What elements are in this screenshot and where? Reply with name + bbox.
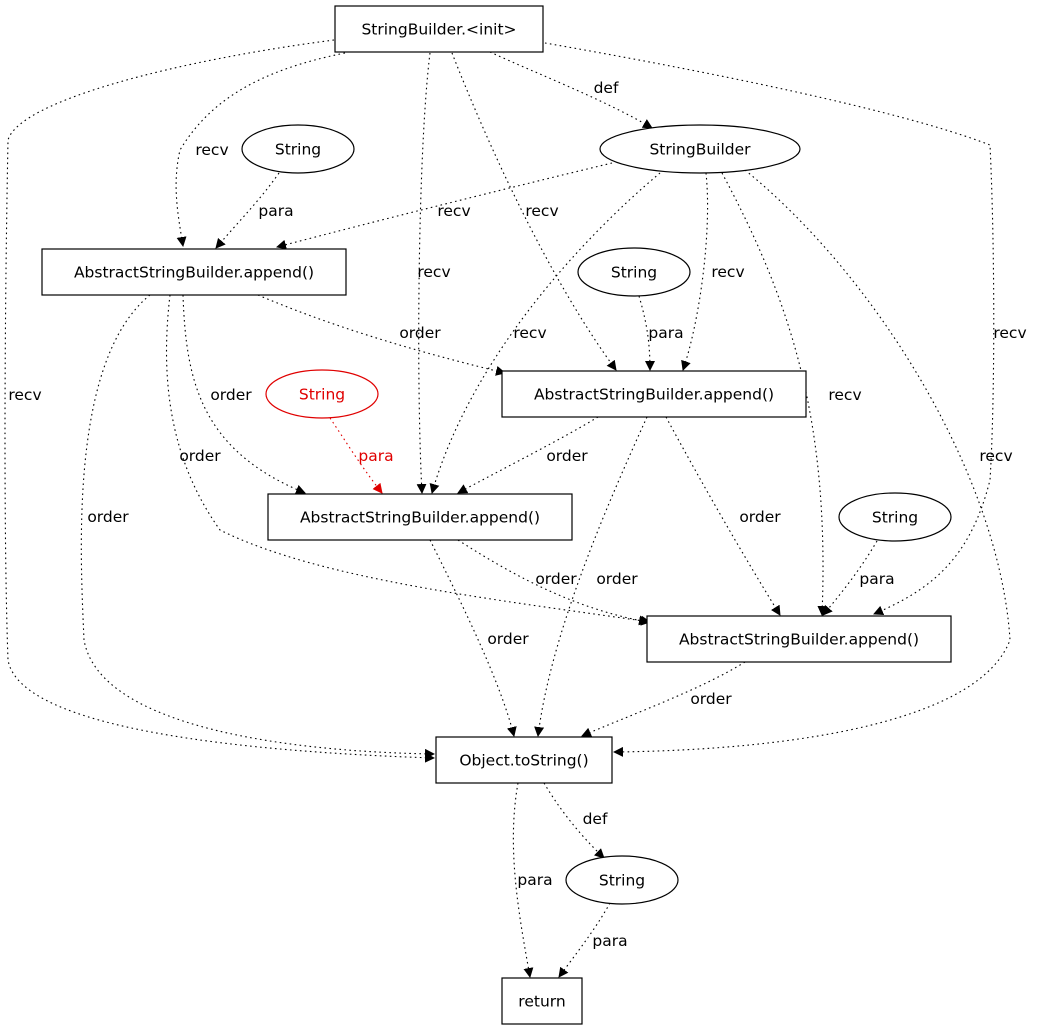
node-app4: AbstractStringBuilder.append()	[646, 615, 952, 663]
node-label: StringBuilder	[649, 141, 751, 159]
edge-sb-to-app1	[276, 162, 613, 250]
edge-app2-to-app3	[457, 416, 599, 494]
nodes-layer: StringBuilder.<init>StringBuilderStringA…	[41, 5, 952, 1025]
edge-label-para: para	[258, 202, 293, 220]
edge-init-to-tostr	[4, 39, 435, 763]
edge-app1-to-app2	[257, 294, 506, 376]
node-str3: String	[265, 369, 379, 419]
edge-label-order: order	[535, 570, 577, 588]
node-app3: AbstractStringBuilder.append()	[267, 493, 573, 541]
edge-label-def: def	[583, 810, 608, 828]
edge-app3-to-tostr	[429, 539, 517, 737]
node-box	[41, 248, 347, 296]
node-tostr: Object.toString()	[435, 736, 613, 784]
node-ellipse	[838, 492, 952, 542]
node-box	[435, 736, 613, 784]
node-label: AbstractStringBuilder.append()	[74, 264, 314, 282]
node-app1: AbstractStringBuilder.append()	[41, 248, 347, 296]
node-box	[501, 370, 807, 418]
edge-label-para: para	[648, 324, 683, 342]
edge-label-para: para	[358, 447, 393, 465]
node-box	[501, 977, 583, 1025]
edge-label-order: order	[87, 508, 129, 526]
edge-label-order: order	[399, 324, 441, 342]
edge-sb-to-app3	[429, 172, 661, 494]
node-str4: String	[838, 492, 952, 542]
node-box	[267, 493, 573, 541]
node-str5: String	[565, 855, 679, 905]
node-str2: String	[577, 247, 691, 297]
edge-app3-to-app4	[457, 539, 649, 626]
node-label: Object.toString()	[459, 752, 588, 770]
edge-label-para: para	[592, 932, 627, 950]
edge-init-to-app1	[175, 52, 346, 247]
node-ret: return	[501, 977, 583, 1025]
edge-label-order: order	[546, 447, 588, 465]
edge-label-order: order	[690, 690, 732, 708]
edge-app1-to-tostr	[80, 294, 435, 759]
edge-sb-to-app4	[721, 172, 828, 616]
edge-label-order: order	[739, 508, 781, 526]
node-sb: StringBuilder	[599, 124, 801, 174]
node-label: String	[611, 264, 657, 282]
edge-app2-to-tostr	[534, 416, 648, 737]
edge-label-recv: recv	[437, 202, 470, 220]
edge-init-to-app2	[451, 52, 617, 371]
edge-label-def: def	[594, 79, 619, 97]
edge-label-recv: recv	[828, 386, 861, 404]
edge-label-para: para	[859, 570, 894, 588]
node-label: AbstractStringBuilder.append()	[679, 631, 919, 649]
node-box	[334, 5, 544, 53]
edge-labels-layer: def recv recv recv recv recv para recv recv recv r…	[8, 79, 1026, 950]
edge-str2-to-app2	[638, 295, 655, 371]
edge-label-recv: recv	[195, 141, 228, 159]
edge-label-para: para	[517, 871, 552, 889]
edge-sb-to-app2	[681, 172, 709, 371]
edge-tostr-to-ret	[512, 782, 534, 978]
node-label: return	[518, 993, 565, 1011]
node-label: String	[599, 872, 645, 890]
edge-str5-to-ret	[558, 902, 611, 978]
edge-label-recv: recv	[417, 263, 450, 281]
edge-label-recv: recv	[525, 202, 558, 220]
node-ellipse	[577, 247, 691, 297]
node-ellipse	[565, 855, 679, 905]
edge-init-to-sb	[489, 51, 653, 129]
node-ellipse	[241, 124, 355, 174]
edge-label-recv: recv	[8, 386, 41, 404]
node-label: AbstractStringBuilder.append()	[534, 386, 774, 404]
node-init: StringBuilder.<init>	[334, 5, 544, 53]
node-label: String	[299, 386, 345, 404]
edge-sb-to-tostr	[613, 169, 1011, 757]
edge-label-order: order	[596, 570, 638, 588]
edge-label-order: order	[487, 630, 529, 648]
node-ellipse	[599, 124, 801, 174]
edge-init-to-app3	[416, 52, 431, 494]
edge-tostr-to-str5	[543, 782, 605, 859]
edge-label-recv: recv	[711, 263, 744, 281]
edges-layer	[4, 39, 1011, 978]
edge-label-recv: recv	[513, 324, 546, 342]
edge-app1-to-app3	[182, 294, 306, 495]
node-label: StringBuilder.<init>	[361, 21, 516, 39]
edge-label-recv: recv	[993, 324, 1026, 342]
edge-label-recv: recv	[979, 447, 1012, 465]
node-app2: AbstractStringBuilder.append()	[501, 370, 807, 418]
edge-str3-to-app3	[329, 417, 383, 494]
node-label: String	[872, 509, 918, 527]
edge-label-order: order	[179, 447, 221, 465]
node-label: String	[275, 141, 321, 159]
node-box	[646, 615, 952, 663]
node-label: AbstractStringBuilder.append()	[300, 509, 540, 527]
node-ellipse	[265, 369, 379, 419]
edge-label-order: order	[210, 386, 252, 404]
node-str1: String	[241, 124, 355, 174]
